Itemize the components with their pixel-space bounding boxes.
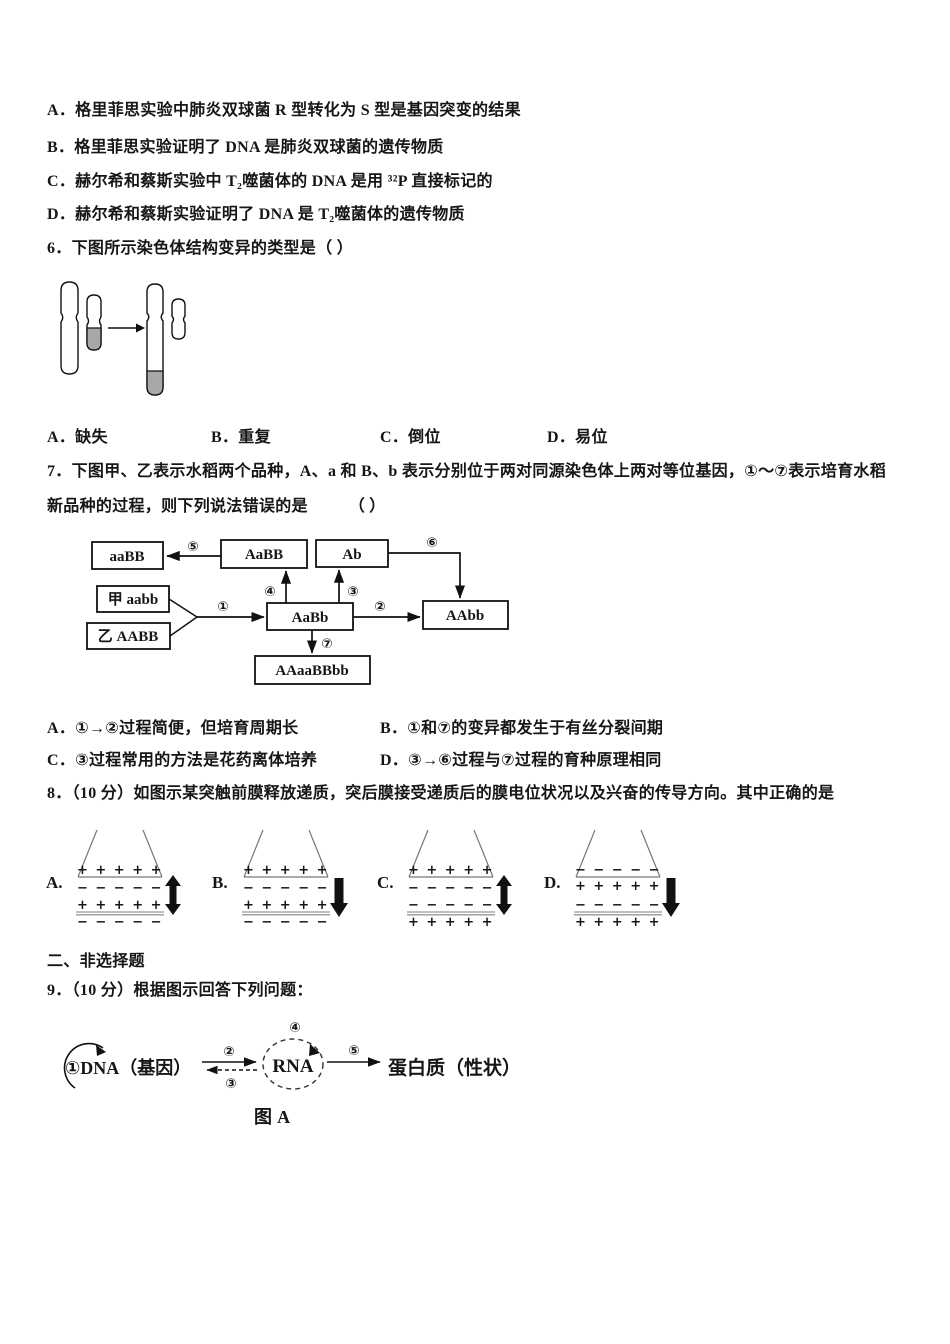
- q7-option-b: B．①和⑦的变异都发生于有丝分裂间期: [380, 720, 664, 737]
- box-aaBB-label: aaBB: [109, 549, 144, 565]
- step-5-label: ⑤: [187, 539, 198, 555]
- step-2-label: ②: [374, 599, 385, 615]
- q8-diagram-d: D. − − − − − + + + + + − − − − − + + + +…: [538, 818, 703, 940]
- arrow-6: [388, 552, 466, 599]
- q5-option-d: D．赫尔希和蔡斯实验证明了 DNA 是 T₂噬菌体的遗传物质: [47, 206, 465, 223]
- synapse-figure-a: + + + + + − − − − − + + + + + − − − − −: [76, 829, 181, 930]
- presyn-outer-row: − − − − −: [243, 881, 329, 896]
- step-4-label: ④: [264, 584, 275, 600]
- q6-chromosome-diagram: [60, 281, 186, 396]
- q9-stem: 9．（10 分）根据图示回答下列问题：: [47, 982, 313, 999]
- postsyn-outer-row: − − − − −: [575, 898, 661, 913]
- q7-option-a: A．①→②过程简便，但培育周期长: [47, 720, 299, 737]
- box-AaBb: [266, 602, 354, 631]
- step-3-label: ③: [225, 1076, 236, 1092]
- step-3-label: ③: [347, 584, 358, 600]
- q5-option-b: B．格里菲思实验证明了 DNA 是肺炎双球菌的遗传物质: [47, 139, 444, 156]
- double-arrow-icon: [496, 875, 512, 915]
- q7-stem-line2: 新品种的过程，则下列说法错误的是 （ ）: [47, 498, 386, 515]
- postsyn-inner-row: − − − − −: [243, 915, 329, 930]
- presyn-inner-row: + + + + +: [243, 863, 329, 878]
- box-yi-label: 乙 AABB: [98, 629, 158, 645]
- down-arrow-icon: [330, 878, 348, 917]
- dna-label: ①DNA（基因）: [65, 1057, 191, 1078]
- box-Ab: [315, 539, 389, 568]
- postsyn-outer-row: + + + + +: [77, 898, 163, 913]
- postsyn-outer-row: + + + + +: [243, 898, 329, 913]
- postsyn-outer-row: − − − − −: [408, 898, 494, 913]
- down-arrow-icon: [662, 878, 680, 917]
- q8-diagram-a: A. + + + + + − − − − − + + + + + − − − −…: [40, 818, 205, 940]
- box-AAaaBBbb: [254, 655, 371, 685]
- q8-diagram-c-label: C.: [377, 873, 394, 892]
- dna-replication-arrow: [63, 1042, 104, 1089]
- section-2-title: 二、非选择题: [47, 953, 145, 970]
- q5-option-c: C．赫尔希和蔡斯实验中 T₂噬菌体的 DNA 是用 ³²P 直接标记的: [47, 173, 493, 190]
- presyn-inner-row: + + + + +: [408, 863, 494, 878]
- q6-option-c: C．倒位: [380, 429, 441, 446]
- dna-replication-arrowhead: [96, 1045, 106, 1056]
- box-aaBB: [91, 541, 164, 570]
- box-jia-aabb: [96, 585, 170, 613]
- synapse-figure-b: + + + + + − − − − − + + + + + − − − − −: [242, 829, 348, 930]
- step-4-label: ④: [289, 1020, 300, 1036]
- q7-option-c: C．③过程常用的方法是花药离体培养: [47, 752, 318, 769]
- box-yi-AABB: [86, 622, 171, 650]
- presyn-outer-row: − − − − −: [77, 881, 163, 896]
- step-1-label: ①: [217, 599, 228, 615]
- q6-option-d: D．易位: [547, 429, 608, 446]
- box-AaBB-label: AaBB: [245, 547, 283, 563]
- presyn-outer-row: − − − − −: [408, 881, 494, 896]
- synapse-figure-d: − − − − − + + + + + − − − − − + + + + +: [574, 829, 680, 930]
- q5-option-a: A．格里菲思实验中肺炎双球菌 R 型转化为 S 型是基因突变的结果: [47, 102, 521, 119]
- q6-option-b: B．重复: [211, 429, 271, 446]
- postsyn-inner-row: − − − − −: [77, 915, 163, 930]
- q9-central-dogma-diagram: ①DNA（基因） ② ③ ④ RNA ⑤ 蛋白质（性状）: [63, 1020, 521, 1092]
- step-5-label: ⑤: [348, 1043, 359, 1059]
- rna-label: RNA: [272, 1056, 313, 1077]
- box-AAbb: [422, 600, 509, 630]
- step-6-label: ⑥: [426, 535, 437, 551]
- box-jia-label: 甲 aabb: [108, 591, 158, 608]
- box-Ab-label: Ab: [342, 547, 361, 563]
- q9-figure-caption: 图 A: [254, 1107, 291, 1127]
- q8-diagram-d-label: D.: [544, 873, 561, 892]
- merge-line-jia: [168, 598, 198, 618]
- merge-line-yi: [169, 616, 198, 637]
- q6-stem: 6．下图所示染色体结构变异的类型是（ ）: [47, 240, 354, 257]
- q7-stem-line1: 7．下图甲、乙表示水稻两个品种，A、a 和 B、b 表示分别位于两对同源染色体上…: [47, 463, 887, 480]
- double-arrow-icon: [165, 875, 181, 915]
- box-AaBb-label: AaBb: [292, 610, 329, 626]
- step-7-label: ⑦: [321, 636, 332, 652]
- chromosome-long-before: [60, 281, 79, 375]
- synapse-figure-c: + + + + + − − − − − − − − − − + + + + +: [407, 829, 512, 930]
- presyn-inner-row: + + + + +: [77, 863, 163, 878]
- postsyn-inner-row: + + + + +: [575, 915, 661, 930]
- arrow-icon: [108, 323, 145, 333]
- gray-segment-before: [86, 327, 102, 351]
- rna-replication-arrowhead: [309, 1044, 320, 1056]
- rna-replication-circle: [262, 1038, 324, 1090]
- q7-option-d: D．③→⑥过程与⑦过程的育种原理相同: [380, 752, 662, 769]
- presyn-outer-row: + + + + +: [575, 879, 661, 894]
- q8-diagram-b-label: B.: [212, 873, 228, 892]
- box-AAaaBBbb-label: AAaaBBbb: [275, 663, 348, 679]
- q8-diagram-a-label: A.: [46, 873, 63, 892]
- box-AaBB: [220, 539, 308, 569]
- q7-breeding-flowchart: aaBB AaBB Ab 甲 aabb 乙 AABB AaBb AAbb AAa…: [86, 535, 509, 685]
- q6-option-a: A．缺失: [47, 429, 108, 446]
- box-AAbb-label: AAbb: [446, 608, 484, 624]
- gray-segment-after: [146, 370, 164, 396]
- protein-label: 蛋白质（性状）: [388, 1056, 521, 1079]
- q8-diagram-b: B. + + + + + − − − − − + + + + + − − − −…: [206, 818, 371, 940]
- q8-stem: 8．（10 分）如图示某突触前膜释放递质，突后膜接受递质后的膜电位状况以及兴奋的…: [47, 785, 835, 802]
- q8-diagram-c: C. + + + + + − − − − − − − − − − + + + +…: [371, 818, 536, 940]
- postsyn-inner-row: + + + + +: [408, 915, 494, 930]
- chromosome-small-after: [171, 298, 186, 340]
- step-2-label: ②: [223, 1044, 234, 1060]
- presyn-inner-row: − − − − −: [575, 863, 661, 878]
